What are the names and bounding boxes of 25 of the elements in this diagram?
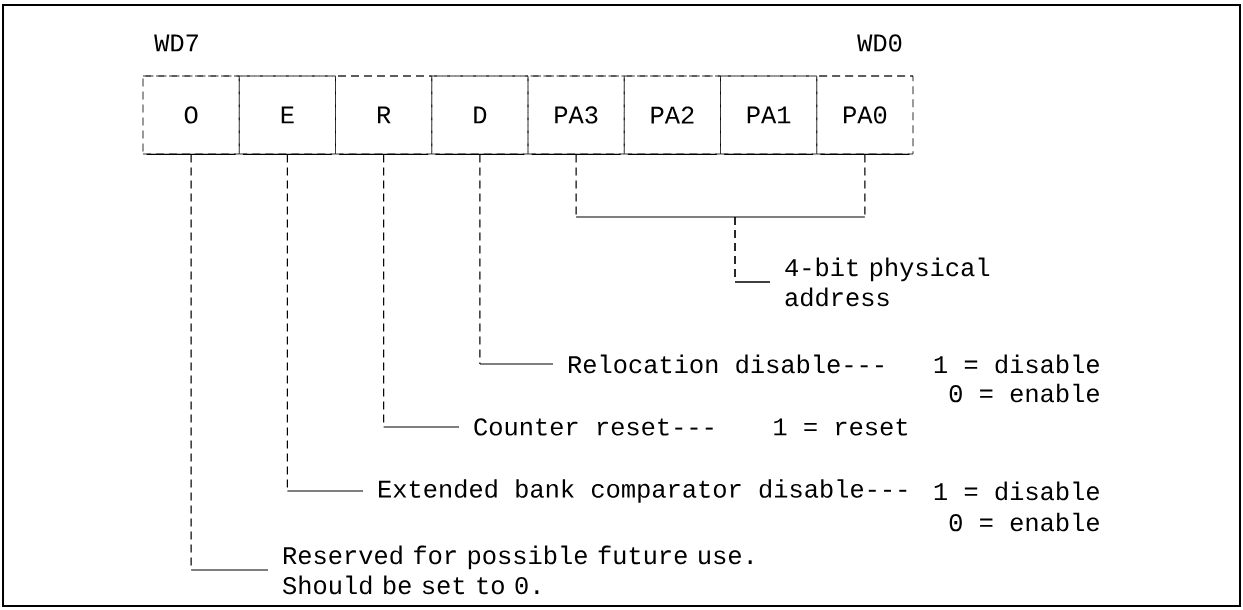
field-description: 4-bit physical address [785,257,990,307]
leader-line [479,153,554,365]
field-description: Relocation disable--- [569,354,883,374]
value-note: 0 = enable [949,512,1099,532]
leader-line [734,153,866,283]
leader-line [190,153,269,571]
bit-cell: D [431,75,529,155]
leader-line [383,153,460,428]
bit-cell: O [142,75,240,155]
value-note: 1 = reset [774,418,907,436]
field-description: Reserved for possible future use. Should be set to 0. [283,545,752,595]
leader-line [286,153,364,492]
bit-cell: R [335,75,433,155]
bit-cell: E [238,75,336,155]
bit-cell: PA2 [623,75,721,155]
value-note: 1 = disable [934,481,1099,501]
value-note: 1 = disable [934,354,1099,374]
bit-label: WD7 [154,34,198,52]
bit-cell: PA3 [527,75,625,155]
bit-cell: PA0 [816,75,914,155]
bit-label: WD0 [857,34,902,52]
bit-cell: PA1 [720,75,818,155]
field-description: Counter reset--- [474,418,713,436]
field-description: Extended bank comparator disable--- [379,479,907,503]
value-note: 0 = enable [949,383,1099,403]
